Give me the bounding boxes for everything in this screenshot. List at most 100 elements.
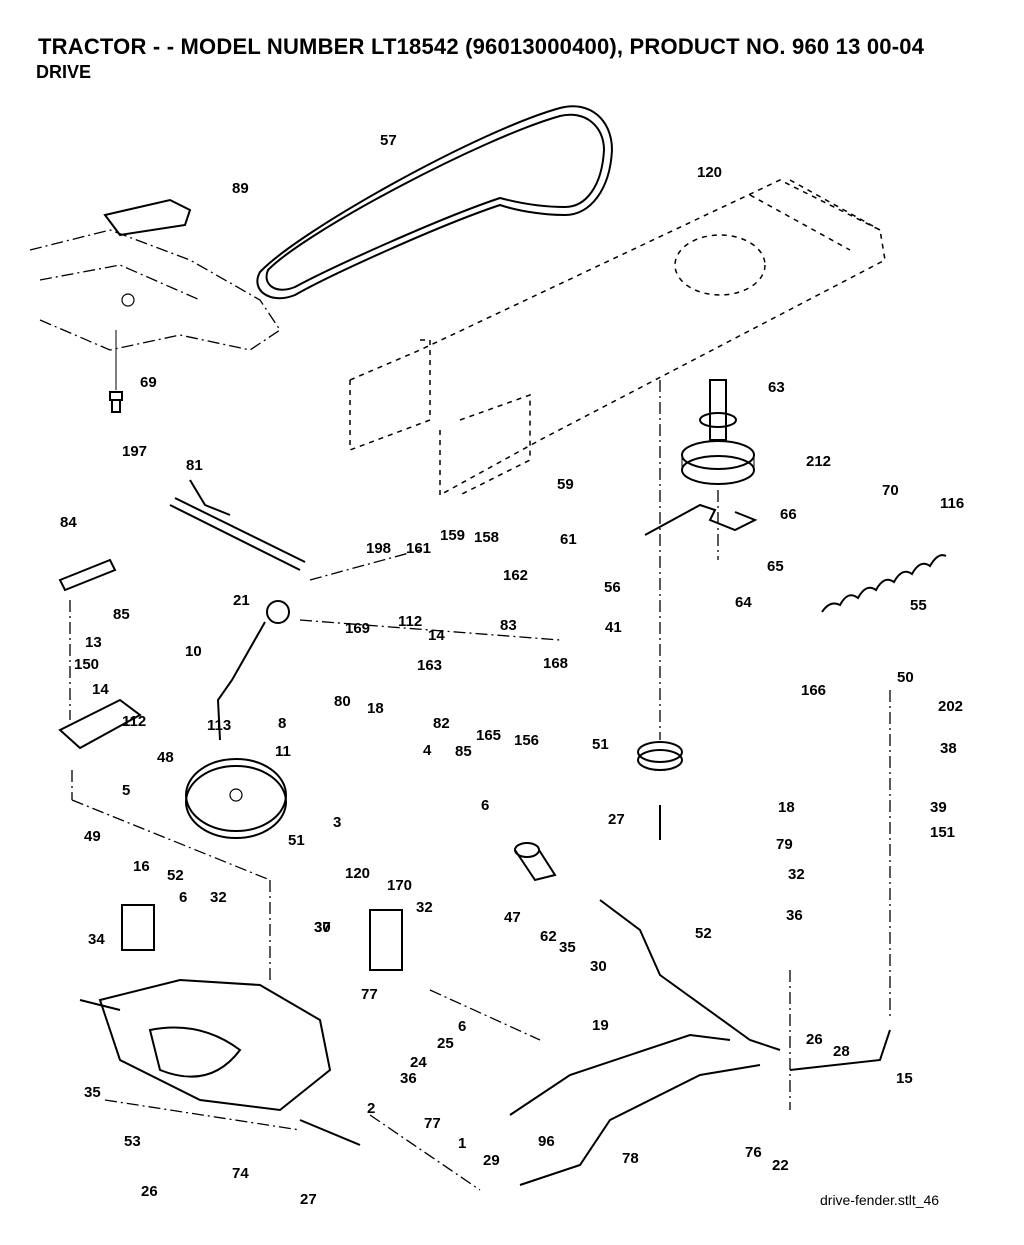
callout-51: 51	[288, 832, 305, 849]
callout-96: 96	[538, 1133, 555, 1150]
callout-47: 47	[504, 909, 521, 926]
section-subtitle: DRIVE	[36, 62, 92, 82]
callout-32: 32	[788, 866, 805, 883]
callout-74: 74	[232, 1165, 249, 1182]
callout-113: 113	[207, 717, 231, 734]
clutch-rod	[169, 479, 306, 571]
callout-197: 197	[122, 443, 147, 460]
idler-bracket	[644, 503, 758, 536]
callout-18: 18	[778, 799, 795, 816]
callout-49: 49	[84, 828, 101, 845]
drive-belt	[256, 105, 614, 300]
shift-lever	[216, 600, 290, 741]
callout-80: 80	[334, 693, 351, 710]
callout-50: 50	[897, 669, 914, 686]
callout-85: 85	[113, 606, 130, 623]
callout-84: 84	[60, 514, 77, 531]
callout-150: 150	[74, 656, 99, 673]
pulley-38	[637, 741, 683, 840]
callout-162: 162	[503, 567, 528, 584]
lever-84	[58, 558, 117, 592]
callout-165: 165	[476, 727, 501, 744]
callout-38: 38	[940, 740, 957, 757]
callout-57: 57	[380, 132, 397, 149]
callout-36: 36	[400, 1070, 417, 1087]
callout-170: 170	[387, 877, 412, 894]
pulley-63	[681, 379, 755, 485]
callout-212: 212	[806, 453, 831, 470]
assembly-lines	[69, 549, 891, 1191]
callout-70: 70	[882, 482, 899, 499]
callout-18: 18	[367, 700, 384, 717]
callout-55: 55	[910, 597, 927, 614]
callout-14: 14	[92, 681, 109, 698]
callout-83: 83	[500, 617, 517, 634]
callout-14: 14	[428, 627, 445, 644]
callout-202: 202	[938, 698, 963, 715]
callout-62: 62	[540, 928, 557, 945]
callout-29: 29	[483, 1152, 500, 1169]
callout-3: 3	[333, 814, 341, 831]
callout-5: 5	[122, 782, 130, 799]
rod-22	[519, 1064, 761, 1186]
transaxle	[79, 978, 361, 1146]
callout-16: 16	[133, 858, 150, 875]
callout-32: 32	[416, 899, 433, 916]
tractor-frame	[349, 179, 886, 496]
callout-85: 85	[455, 743, 472, 760]
callout-112: 112	[122, 713, 146, 730]
callout-30: 30	[314, 919, 331, 936]
callout-10: 10	[185, 643, 202, 660]
callout-13: 13	[85, 634, 102, 651]
callout-163: 163	[417, 657, 442, 674]
callout-4: 4	[423, 742, 432, 759]
callout-156: 156	[514, 732, 539, 749]
callout-11: 11	[275, 743, 291, 760]
callout-61: 61	[560, 531, 577, 548]
callout-35: 35	[559, 939, 576, 956]
callout-39: 39	[930, 799, 947, 816]
callout-30: 30	[590, 958, 607, 975]
callout-6: 6	[458, 1018, 466, 1035]
callout-66: 66	[780, 506, 797, 523]
callout-6: 6	[481, 797, 489, 814]
callout-15: 15	[896, 1070, 913, 1087]
callout-120: 120	[345, 865, 370, 882]
callout-1: 1	[458, 1135, 466, 1152]
spring-55	[821, 554, 947, 613]
callout-32: 32	[210, 889, 227, 906]
callout-116: 116	[940, 495, 964, 512]
callout-89: 89	[232, 180, 249, 197]
callout-112: 112	[398, 613, 422, 630]
callout-161: 161	[406, 540, 431, 557]
callout-27: 27	[300, 1191, 317, 1208]
callout-51: 51	[592, 736, 609, 753]
callout-26: 26	[141, 1183, 158, 1200]
callout-37: 37	[314, 919, 331, 936]
shift-rod-34	[599, 899, 781, 1051]
callout-59: 59	[557, 476, 574, 493]
callout-63: 63	[768, 379, 785, 396]
callout-22: 22	[772, 1157, 789, 1174]
callout-159: 159	[440, 527, 465, 544]
callout-25: 25	[437, 1035, 454, 1052]
callout-168: 168	[543, 655, 568, 672]
callout-28: 28	[833, 1043, 850, 1060]
callout-41: 41	[605, 619, 622, 636]
callout-19: 19	[592, 1017, 609, 1034]
callout-79: 79	[776, 836, 793, 853]
callout-56: 56	[604, 579, 621, 596]
plate-30-left	[121, 904, 155, 951]
callout-27: 27	[608, 811, 625, 828]
bushing-62	[514, 842, 557, 882]
callout-65: 65	[767, 558, 784, 575]
callout-53: 53	[124, 1133, 141, 1150]
callout-34: 34	[88, 931, 105, 948]
callout-35: 35	[84, 1084, 101, 1101]
rod-53	[789, 1029, 891, 1071]
callout-8: 8	[278, 715, 286, 732]
callout-48: 48	[157, 749, 174, 766]
file-name: drive-fender.stlt_46	[820, 1192, 940, 1208]
